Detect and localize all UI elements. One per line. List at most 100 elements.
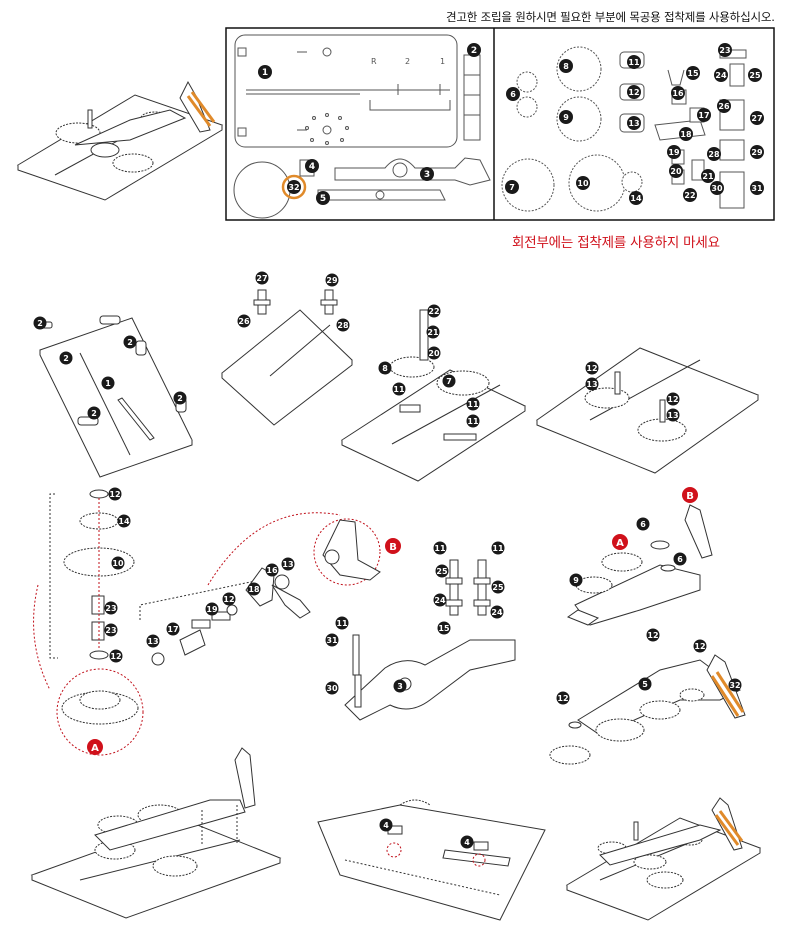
step8-badge-6b: 6 (673, 552, 687, 566)
svg-text:15: 15 (687, 69, 699, 78)
svg-text:11: 11 (336, 619, 348, 628)
badge-part-27: 27 (750, 111, 764, 125)
step3-badge-8: 8 (378, 361, 392, 375)
svg-text:22: 22 (684, 191, 695, 200)
step6-badge-13a: 13 (146, 634, 160, 648)
step7-badge-25b: 25 (491, 580, 505, 594)
badge-part-20: 20 (669, 164, 683, 178)
svg-text:21: 21 (427, 328, 439, 337)
step7-badge-11b: 11 (491, 541, 505, 555)
svg-text:18: 18 (680, 130, 692, 139)
svg-text:7: 7 (509, 183, 515, 192)
svg-text:18: 18 (248, 585, 260, 594)
step6-badge-16: 16 (265, 563, 279, 577)
svg-text:6: 6 (677, 555, 683, 564)
svg-text:13: 13 (147, 637, 158, 646)
badge-part-14: 14 (629, 191, 643, 205)
badge-part-7: 7 (505, 180, 519, 194)
svg-text:32: 32 (288, 183, 299, 192)
step9-badge-5: 5 (638, 677, 652, 691)
svg-text:5: 5 (642, 680, 648, 689)
svg-text:9: 9 (573, 576, 579, 585)
svg-text:17: 17 (167, 625, 178, 634)
badge-part-25: 25 (748, 68, 762, 82)
step5-badge-12a: 12 (108, 487, 122, 501)
svg-text:1: 1 (262, 68, 268, 78)
step2-badge-27: 27 (255, 271, 269, 285)
callout-b-step6: B (385, 538, 401, 554)
step1-badge-d: 1 (101, 376, 115, 390)
svg-text:28: 28 (708, 150, 720, 159)
step-5-gear-stack (33, 489, 144, 756)
step9-badge-12c: 12 (556, 691, 570, 705)
svg-text:27: 27 (751, 114, 762, 123)
svg-text:5: 5 (320, 194, 326, 204)
step3-badge-21: 21 (426, 325, 440, 339)
svg-text:12: 12 (586, 364, 597, 373)
step5-badge-14: 14 (117, 514, 131, 528)
badge-part-3: 3 (420, 167, 434, 181)
gears-sheet-badges: 6 7 8 9 10 11 12 13 14 15 16 17 18 19 20… (505, 43, 764, 205)
svg-text:6: 6 (640, 520, 646, 529)
badge-part-15: 15 (686, 66, 700, 80)
svg-text:11: 11 (467, 417, 479, 426)
step4-badge-12a: 12 (585, 361, 599, 375)
svg-text:10: 10 (112, 559, 124, 568)
badge-part-5: 5 (316, 191, 330, 205)
svg-text:25: 25 (436, 567, 448, 576)
svg-text:32: 32 (729, 681, 740, 690)
step6-badge-13b: 13 (281, 557, 295, 571)
step6-badge-17: 17 (166, 622, 180, 636)
svg-text:12: 12 (557, 694, 568, 703)
step8-badge-6a: 6 (636, 517, 650, 531)
step9-badge-12a: 12 (646, 628, 660, 642)
step1-badge-e: 2 (87, 406, 101, 420)
badge-part-8: 8 (559, 59, 573, 73)
sheet-part-base-plate (234, 34, 458, 148)
svg-text:12: 12 (110, 652, 121, 661)
svg-text:11: 11 (492, 544, 504, 553)
badge-part-11: 11 (627, 55, 641, 69)
badge-part-2: 2 (467, 43, 481, 57)
step-10-model-left (30, 747, 282, 919)
callout-badges: A B A B (87, 487, 698, 755)
step5-badge-12b: 12 (109, 649, 123, 663)
step-10-model-right (565, 797, 762, 921)
svg-text:26: 26 (238, 317, 250, 326)
badge-part-1: 1 (258, 65, 272, 79)
svg-text:A: A (616, 538, 624, 549)
step10-badge-4b: 4 (460, 835, 474, 849)
badge-part-23: 23 (718, 43, 732, 57)
parts-sheet-badges: 1 2 3 4 5 32 (258, 43, 481, 205)
step7-badge-24a: 24 (433, 593, 447, 607)
svg-text:3: 3 (397, 682, 403, 691)
step1-badge-c: 2 (123, 335, 137, 349)
step7-badge-25a: 25 (435, 564, 449, 578)
svg-text:2: 2 (63, 354, 69, 363)
step3-badge-11b: 11 (466, 397, 480, 411)
step-badges: 2 2 2 1 2 2 27 29 26 28 22 21 20 8 11 7 … (33, 271, 742, 849)
badge-part-31: 31 (750, 181, 764, 195)
badge-part-17: 17 (697, 108, 711, 122)
step-1-base-legs (37, 315, 193, 478)
svg-text:8: 8 (382, 364, 388, 373)
svg-text:28: 28 (337, 321, 349, 330)
svg-text:29: 29 (751, 148, 763, 157)
svg-text:19: 19 (668, 148, 680, 157)
badge-part-10: 10 (576, 176, 590, 190)
step6-badge-18: 18 (247, 582, 261, 596)
step-10-underside (317, 799, 546, 921)
svg-text:30: 30 (326, 684, 338, 693)
step3-badge-20: 20 (427, 346, 441, 360)
svg-text:2: 2 (37, 319, 43, 328)
sheet-label-r: R (371, 57, 377, 66)
step3-badge-22: 22 (427, 304, 441, 318)
svg-text:6: 6 (510, 90, 516, 99)
svg-text:29: 29 (326, 276, 338, 285)
step6-badge-12: 12 (222, 592, 236, 606)
svg-text:20: 20 (670, 167, 682, 176)
step5-badge-23a: 23 (104, 601, 118, 615)
badge-part-18: 18 (679, 127, 693, 141)
callout-a-step8: A (612, 534, 628, 550)
badge-part-9: 9 (559, 110, 573, 124)
